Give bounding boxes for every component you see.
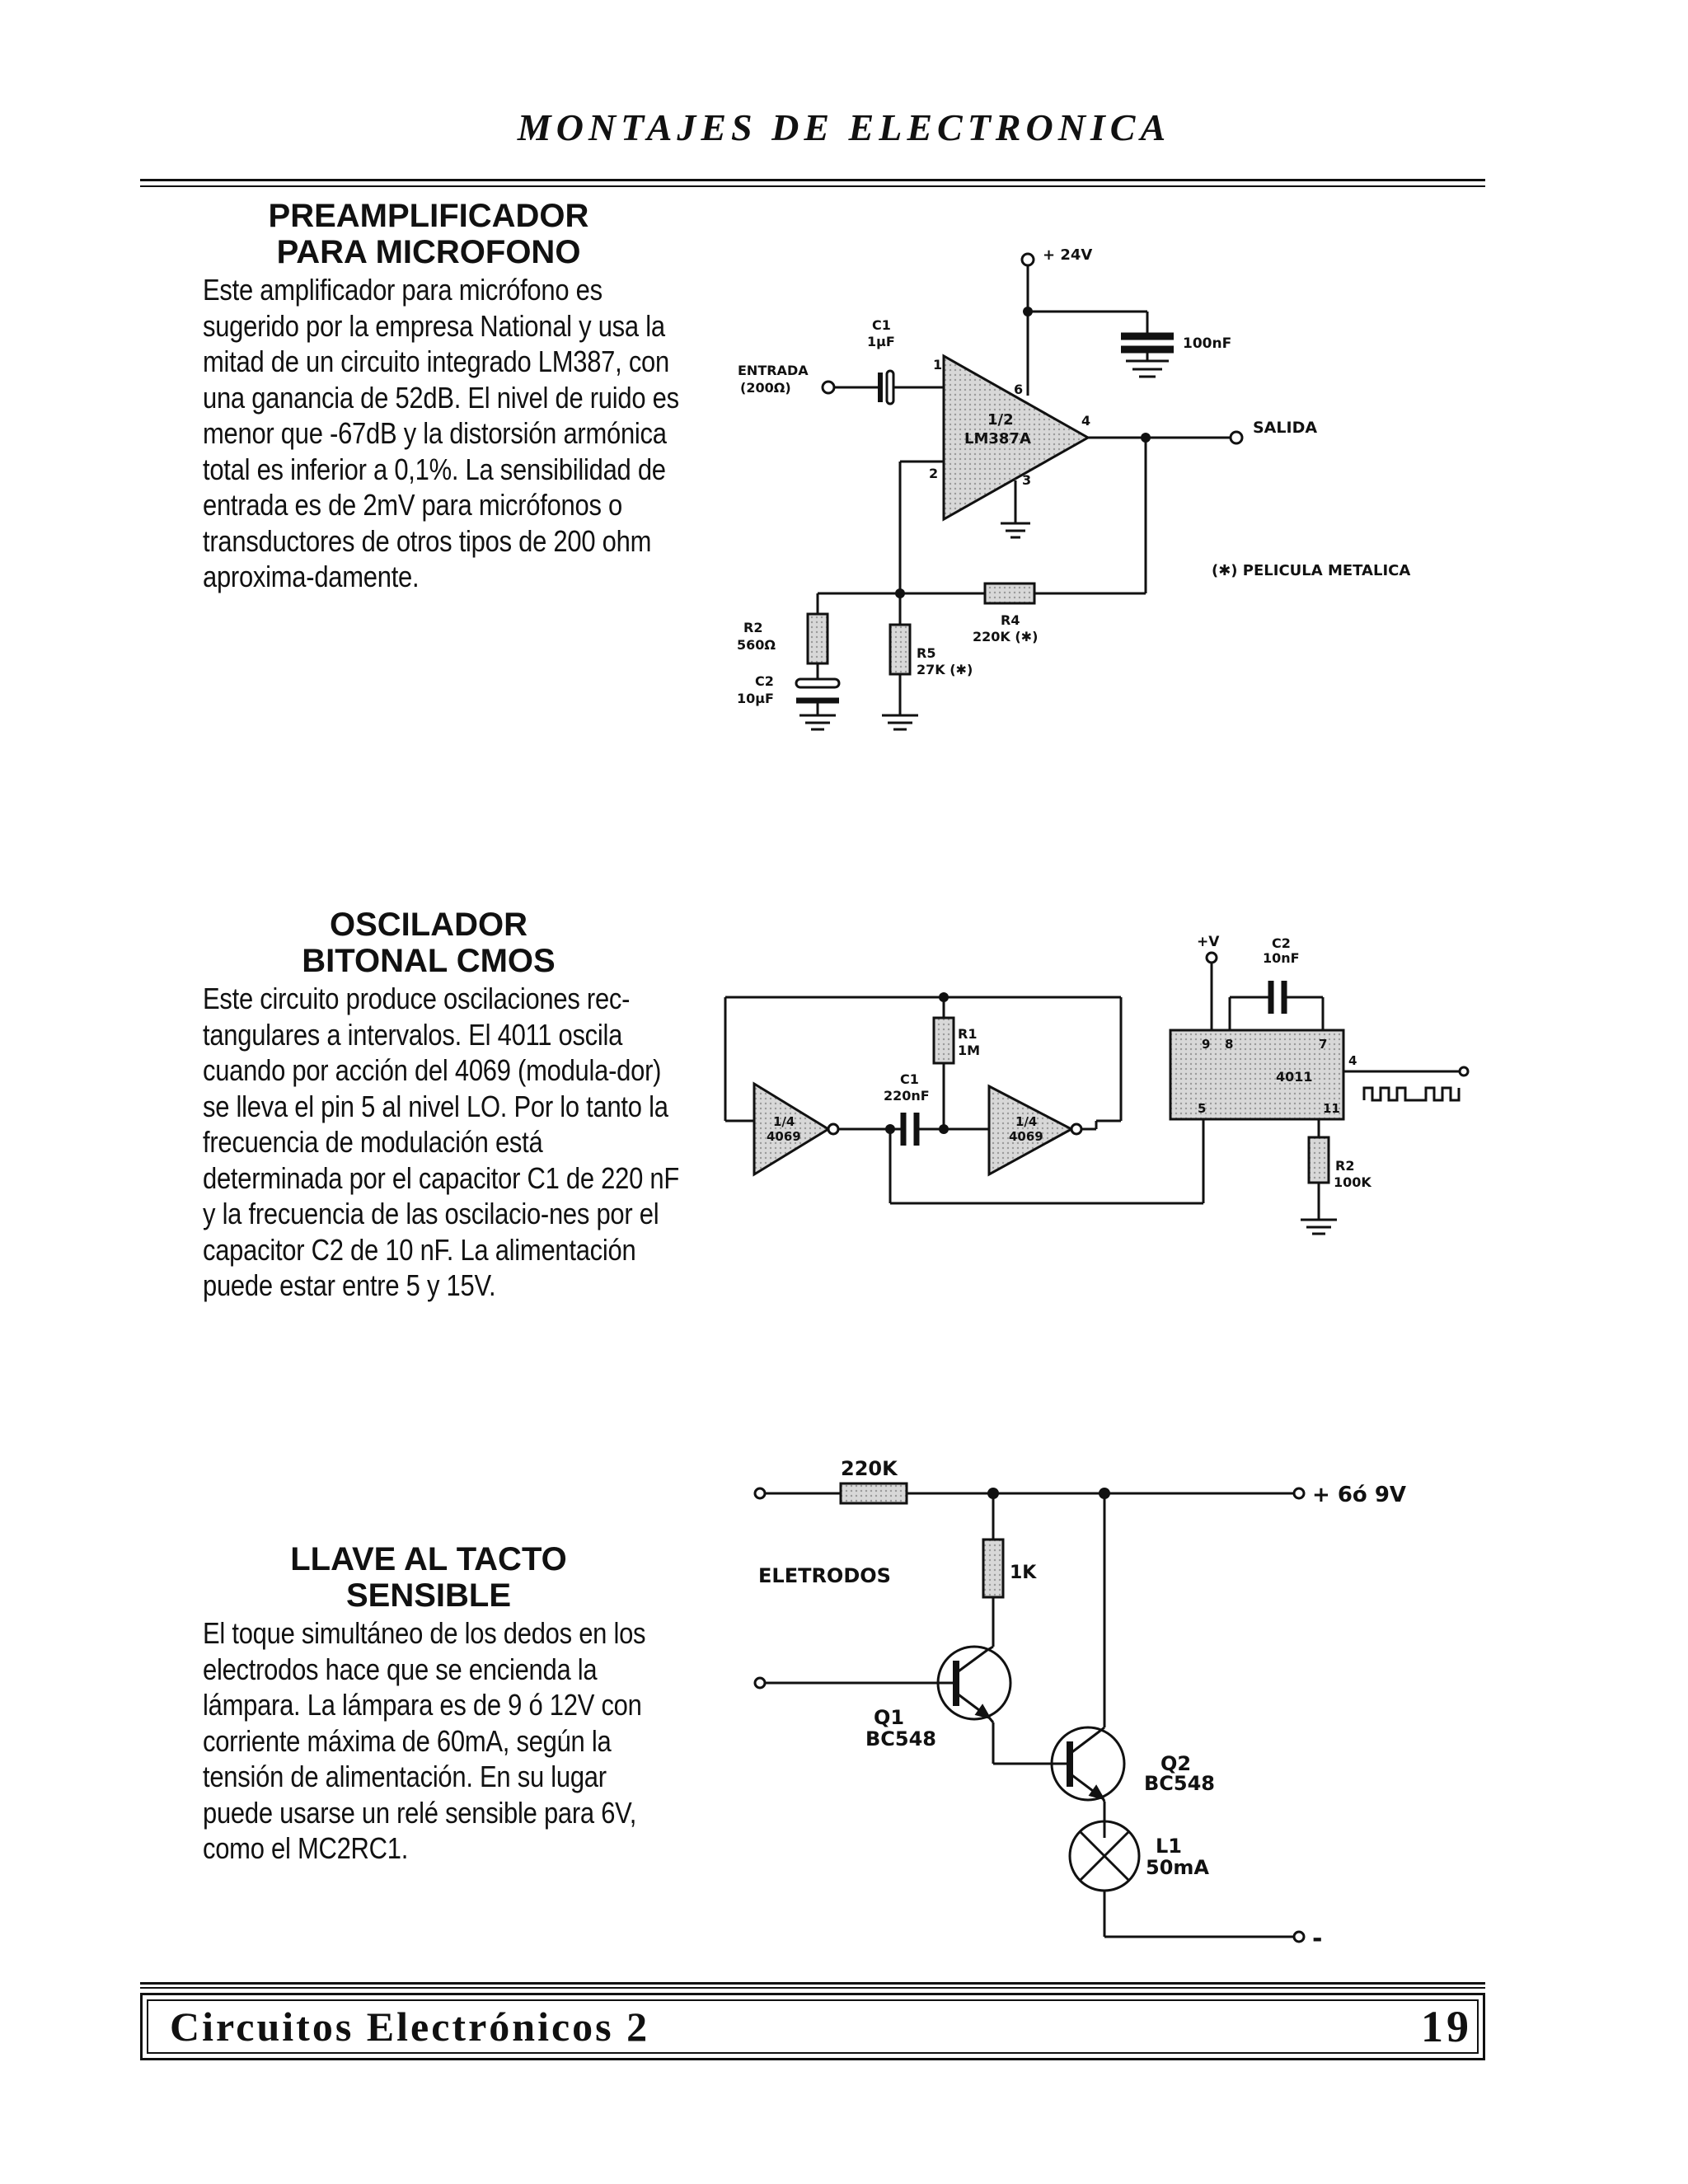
title-line: SENSIBLE [345,1577,512,1614]
q2-type: BC548 [1144,1772,1215,1795]
c2-name: C2 [755,673,774,689]
c2-value: 10nF [1263,950,1300,966]
ic-label: 4011 [1276,1069,1313,1085]
c2-value: 10µF [737,691,774,706]
electrodes-label: ELETRODOS [758,1564,891,1587]
header-rule [140,179,1485,187]
cap-100n-label: 100nF [1183,335,1231,352]
opamp-label: 1/2 [987,411,1014,429]
r2-name: R2 [743,620,762,635]
footer-box [140,1993,1485,2060]
pin-label: 11 [1323,1101,1340,1116]
c1-value: 220nF [884,1088,930,1104]
r-1k-label: 1K [1010,1563,1037,1583]
inverter-part: 4069 [767,1129,801,1144]
inverter-label: 1/4 [773,1114,795,1129]
pin-label: 2 [929,466,938,481]
r-top-label: 220K [841,1457,898,1480]
section-title-touch-switch: LLAVE AL TACTO SENSIBLE [140,1541,717,1614]
running-header: MONTAJES DE ELECTRONICA [517,106,1171,148]
input-impedance: (200Ω) [740,380,791,396]
pin-label: 9 [1202,1037,1210,1052]
r1-value: 1M [958,1043,980,1058]
r2-value: 100K [1334,1174,1372,1190]
vcc-label: + 24V [1043,246,1092,264]
inverter-label: 1/4 [1015,1114,1037,1129]
r5-value: 27K (✱) [917,662,973,677]
section-title-oscillator: OSCILADOR BITONAL CMOS [140,907,717,979]
schematic-preamplifier: + 24V C1 1µF ENTRADA (200Ω) 1/2 LM387A 1… [737,246,1410,731]
opamp-part: LM387A [964,430,1031,448]
l1-name: L1 [1156,1835,1182,1858]
pin-label: 8 [1225,1037,1233,1052]
section-body-preamp: Este amplificador para micrófono es suge… [203,273,679,593]
output-label: SALIDA [1253,419,1317,437]
input-label: ENTRADA [738,363,809,378]
section-body-touch-switch: El toque simultáneo de los dedos en los … [203,1616,646,1865]
footnote: (✱) PELICULA METALICA [1212,562,1410,579]
inverter-part: 4069 [1009,1129,1043,1144]
schematic-oscillator: +V C2 10nF R1 1M C1 220nF 1/4 4069 1/4 4… [724,934,1470,1235]
title-line: OSCILADOR [330,907,528,943]
c1-name: C1 [900,1071,919,1087]
r4-value: 220K (✱) [973,629,1038,644]
q2-name: Q2 [1160,1752,1191,1775]
pin-label: 6 [1014,382,1023,397]
q1-name: Q1 [874,1706,904,1729]
page-number: 19 [1421,2002,1472,2051]
title-line: LLAVE AL TACTO [290,1541,567,1577]
q1-type: BC548 [865,1727,936,1750]
title-line: PREAMPLIFICADOR [268,198,589,234]
r5-name: R5 [917,645,935,661]
r1-name: R1 [958,1026,977,1042]
r4-name: R4 [1001,612,1020,628]
c1-name: C1 [872,317,891,333]
c2-name: C2 [1272,935,1291,951]
r2-value: 560Ω [737,637,776,653]
footer-rule [140,1982,1485,1989]
section-title-preamp: PREAMPLIFICADOR PARA MICROFONO [140,198,717,270]
c1-value: 1µF [867,334,895,349]
section-body-oscillator: Este circuito produce oscilaciones rec-t… [203,982,680,1302]
title-line: PARA MICROFONO [276,234,581,270]
title-line: BITONAL CMOS [302,943,556,979]
pin-label: 4 [1348,1053,1357,1068]
pin-label: 7 [1319,1037,1327,1052]
r2-name: R2 [1335,1158,1354,1174]
l1-value: 50mA [1146,1856,1209,1879]
footer-title: Circuitos Electrónicos 2 [170,2004,650,2050]
pin-label: 3 [1022,472,1031,488]
minus-label: - [1312,1924,1322,1953]
pin-label: 1 [933,357,942,373]
vplus-label: +V [1197,934,1220,950]
pin-label: 5 [1198,1101,1206,1116]
supply-label: + 6ó 9V [1312,1483,1406,1507]
schematic-touch-switch: 220K + 6ó 9V ELETRODOS 1K Q1 BC548 Q2 BC… [753,1457,1406,1953]
pin-label: 4 [1081,413,1090,429]
